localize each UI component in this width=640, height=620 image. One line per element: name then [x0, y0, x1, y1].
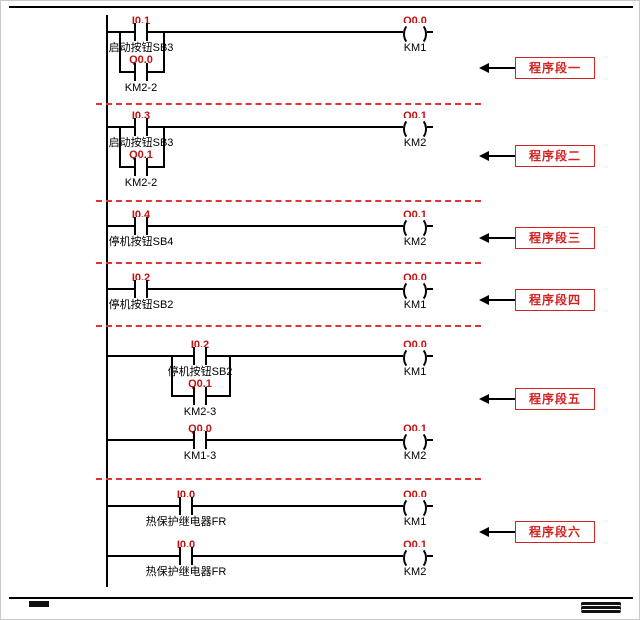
left-arrow-icon — [479, 527, 489, 537]
branch-wire-left — [119, 126, 121, 168]
arrow-line — [489, 67, 515, 69]
coil-symbol — [403, 547, 427, 569]
contact-label: 停机按钮SB2 — [108, 299, 174, 311]
rung-wire — [106, 355, 433, 357]
coil-label: KM2 — [403, 566, 427, 578]
power-rail — [106, 15, 108, 587]
contact-symbol — [134, 158, 148, 176]
contact-label: 热保护继电器FR — [145, 566, 227, 578]
coil-label: KM1 — [403, 366, 427, 378]
contact-label: 启动按钮SB3 — [108, 137, 174, 149]
rung-wire — [106, 31, 433, 33]
contact-symbol — [193, 347, 207, 365]
rung-wire — [106, 439, 433, 441]
segment-tag-5: 程序段五 — [515, 388, 595, 410]
segment-tag-3: 程序段三 — [515, 227, 595, 249]
contact-symbol — [179, 497, 193, 515]
rung-wire — [106, 126, 433, 128]
coil-label: KM1 — [403, 42, 427, 54]
arrow-line — [489, 531, 515, 533]
contact-label: KM2-2 — [124, 82, 158, 94]
branch-wire-right — [229, 355, 231, 397]
logo-mark — [581, 602, 621, 613]
bottom-left-mark — [29, 601, 49, 607]
left-arrow-icon — [479, 233, 489, 243]
branch-wire-left — [171, 355, 173, 397]
coil-symbol — [403, 23, 427, 45]
rung-wire — [106, 225, 433, 227]
coil-label: KM1 — [403, 299, 427, 311]
coil-label: KM2 — [403, 236, 427, 248]
contact-label: KM2-2 — [124, 177, 158, 189]
contact-symbol — [134, 63, 148, 81]
arrow-line — [489, 299, 515, 301]
coil-symbol — [403, 217, 427, 239]
left-arrow-icon — [479, 295, 489, 305]
contact-label: 热保护继电器FR — [145, 516, 227, 528]
contact-symbol — [134, 217, 148, 235]
segment-separator — [96, 103, 481, 105]
contact-label: KM1-3 — [183, 450, 217, 462]
segment-tag-2: 程序段二 — [515, 145, 595, 167]
segment-separator — [96, 262, 481, 264]
contact-symbol — [134, 23, 148, 41]
coil-label: KM1 — [403, 516, 427, 528]
branch-wire-right — [163, 126, 165, 168]
contact-label: 启动按钮SB3 — [108, 42, 174, 54]
contact-label: 停机按钮SB2 — [167, 366, 233, 378]
contact-symbol — [134, 280, 148, 298]
segment-tag-1: 程序段一 — [515, 57, 595, 79]
contact-symbol — [193, 387, 207, 405]
arrow-line — [489, 237, 515, 239]
segment-separator — [96, 200, 481, 202]
arrow-line — [489, 155, 515, 157]
rung-wire — [106, 288, 433, 290]
contact-symbol — [179, 547, 193, 565]
contact-label: 停机按钮SB4 — [108, 236, 174, 248]
frame-bottom-rule — [9, 597, 633, 599]
left-arrow-icon — [479, 63, 489, 73]
arrow-line — [489, 398, 515, 400]
branch-wire-right — [163, 31, 165, 73]
contact-label: KM2-3 — [183, 406, 217, 418]
coil-label: KM2 — [403, 450, 427, 462]
segment-tag-4: 程序段四 — [515, 289, 595, 311]
contact-symbol — [193, 431, 207, 449]
coil-label: KM2 — [403, 137, 427, 149]
coil-symbol — [403, 431, 427, 453]
segment-tag-6: 程序段六 — [515, 521, 595, 543]
coil-symbol — [403, 280, 427, 302]
rung-wire — [106, 505, 433, 507]
rung-wire — [106, 555, 433, 557]
contact-symbol — [134, 118, 148, 136]
left-arrow-icon — [479, 394, 489, 404]
left-arrow-icon — [479, 151, 489, 161]
coil-symbol — [403, 347, 427, 369]
coil-symbol — [403, 497, 427, 519]
segment-separator — [96, 325, 481, 327]
segment-separator — [96, 478, 481, 480]
frame-top-rule — [9, 6, 633, 8]
branch-wire-left — [119, 31, 121, 73]
coil-symbol — [403, 118, 427, 140]
